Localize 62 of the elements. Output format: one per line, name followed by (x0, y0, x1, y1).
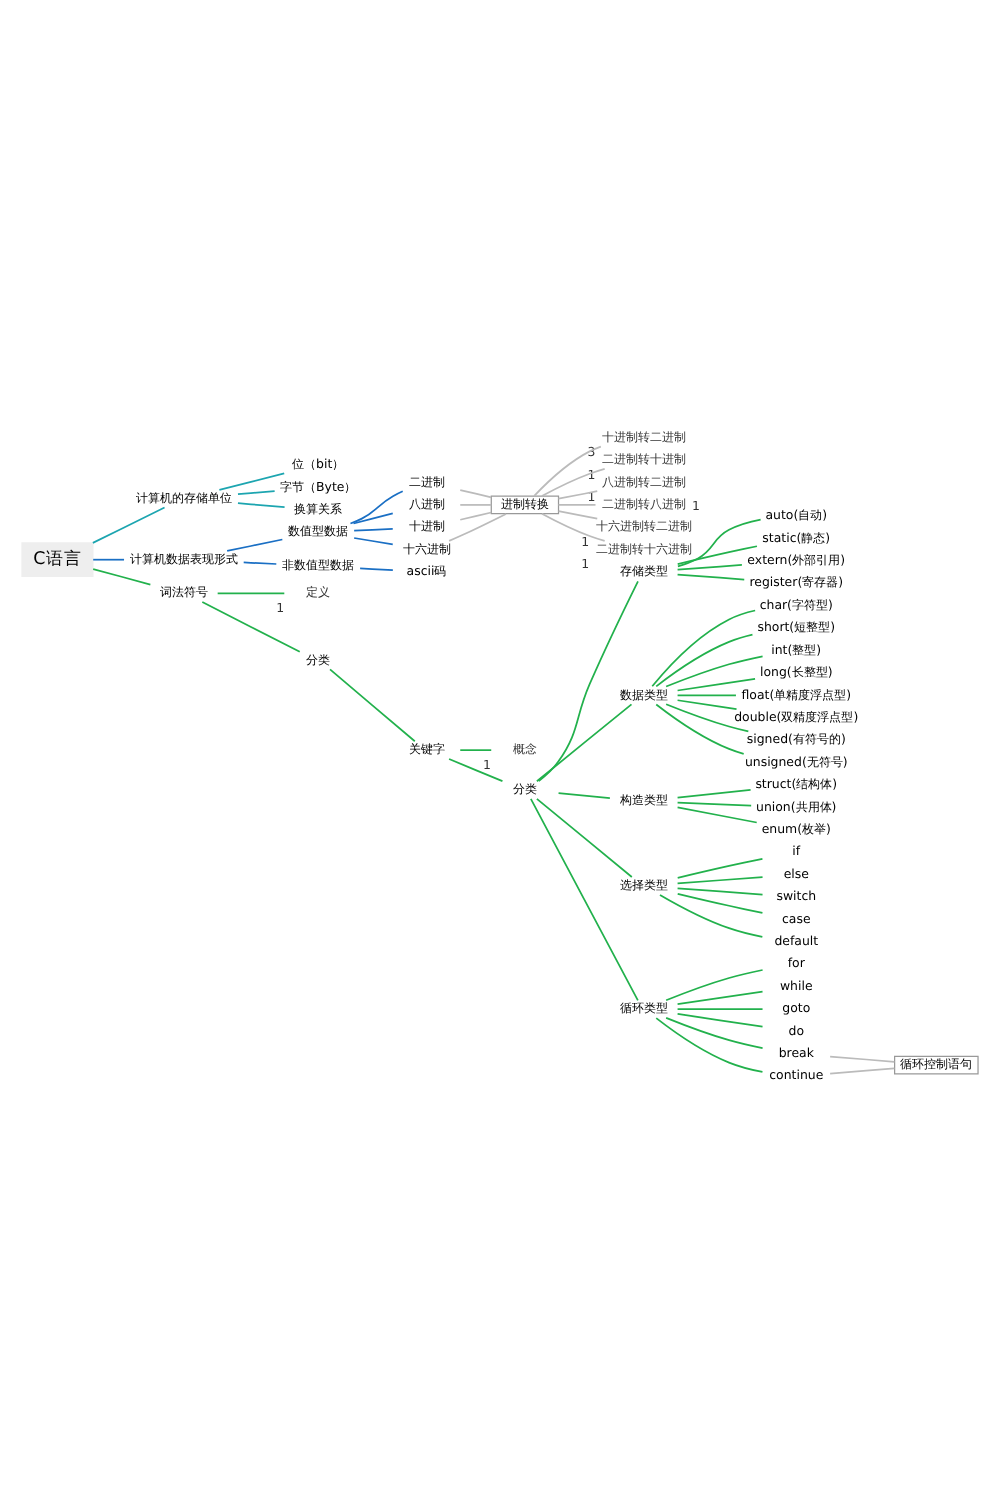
connector (237, 501, 286, 507)
connector (829, 1054, 896, 1062)
connector (459, 488, 493, 498)
connector (655, 632, 754, 687)
connector (665, 654, 764, 687)
connector (676, 693, 737, 696)
connector (459, 748, 493, 750)
connector (676, 563, 743, 570)
connector (829, 1066, 896, 1074)
connector (676, 800, 753, 806)
connector (448, 757, 504, 782)
connector (237, 489, 276, 495)
connector (557, 509, 599, 519)
connector (676, 875, 764, 884)
connector (676, 572, 746, 580)
connector (557, 489, 599, 499)
connector (216, 591, 286, 594)
connector (242, 560, 278, 564)
connector (92, 505, 166, 543)
connector (655, 1016, 764, 1072)
connector (359, 566, 394, 571)
connector (352, 511, 394, 524)
connector (651, 608, 756, 687)
connector (676, 891, 764, 913)
connector (557, 503, 597, 505)
connector (448, 512, 507, 541)
connector (557, 791, 611, 798)
connector (676, 787, 752, 798)
connector (665, 702, 750, 732)
connector (459, 503, 493, 505)
connector (353, 527, 394, 531)
connector (353, 536, 394, 545)
connector (541, 511, 606, 541)
connector (92, 557, 125, 560)
connector (226, 537, 284, 551)
connector (676, 1007, 764, 1009)
connector (459, 510, 493, 520)
connector (665, 968, 764, 1001)
connector (676, 698, 738, 709)
node-box: C语言 (21, 541, 94, 577)
connector (541, 467, 606, 496)
connector (537, 579, 639, 781)
connector (676, 1012, 764, 1027)
connector (530, 797, 639, 1001)
connector (665, 1016, 764, 1049)
connector (676, 805, 758, 823)
connector (536, 796, 633, 877)
connector (329, 667, 416, 742)
connector (676, 989, 764, 1005)
connector (676, 856, 764, 878)
connector (533, 444, 602, 496)
connector (201, 600, 301, 652)
connector (659, 893, 764, 937)
connector (676, 544, 758, 565)
connector (218, 471, 286, 490)
connector (536, 702, 633, 782)
connector (655, 702, 745, 754)
connector (677, 517, 762, 567)
connector (92, 567, 152, 585)
connector (349, 489, 404, 524)
connector (676, 677, 756, 691)
connector (676, 886, 764, 895)
